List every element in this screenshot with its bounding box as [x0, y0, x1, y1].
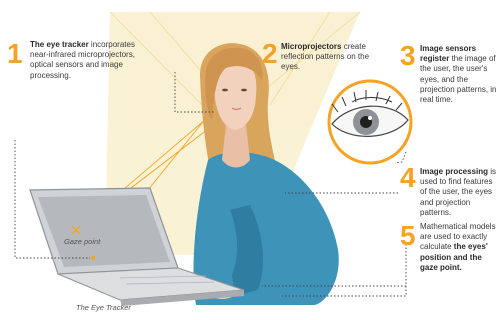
step-5-text: Mathematical models are used to exactly …: [420, 222, 500, 273]
step-1-number: 1: [7, 40, 23, 68]
step-2-bold: Microprojectors: [281, 42, 341, 51]
step-5-number: 5: [400, 222, 416, 250]
eye-tracker-label: The Eye Tracker: [76, 303, 131, 312]
eye-tracker-device: [91, 256, 95, 260]
step-1-text: The eye tracker incorporates near-infrar…: [30, 40, 135, 81]
step-2-text: Microprojectors create reflection patter…: [281, 42, 373, 73]
step-1-bold: The eye tracker: [30, 40, 89, 49]
step-3-text: Image sensors register the image of the …: [420, 44, 500, 105]
step-4-text: Image processing is used to find feature…: [420, 167, 500, 218]
step-2-number: 2: [262, 40, 278, 68]
step-3-number: 3: [400, 42, 416, 70]
gaze-point-label: Gaze point: [64, 237, 100, 246]
step-4-bold: Image processing: [420, 167, 488, 176]
eye-closeup: [329, 81, 411, 163]
step-4-number: 4: [400, 164, 416, 192]
